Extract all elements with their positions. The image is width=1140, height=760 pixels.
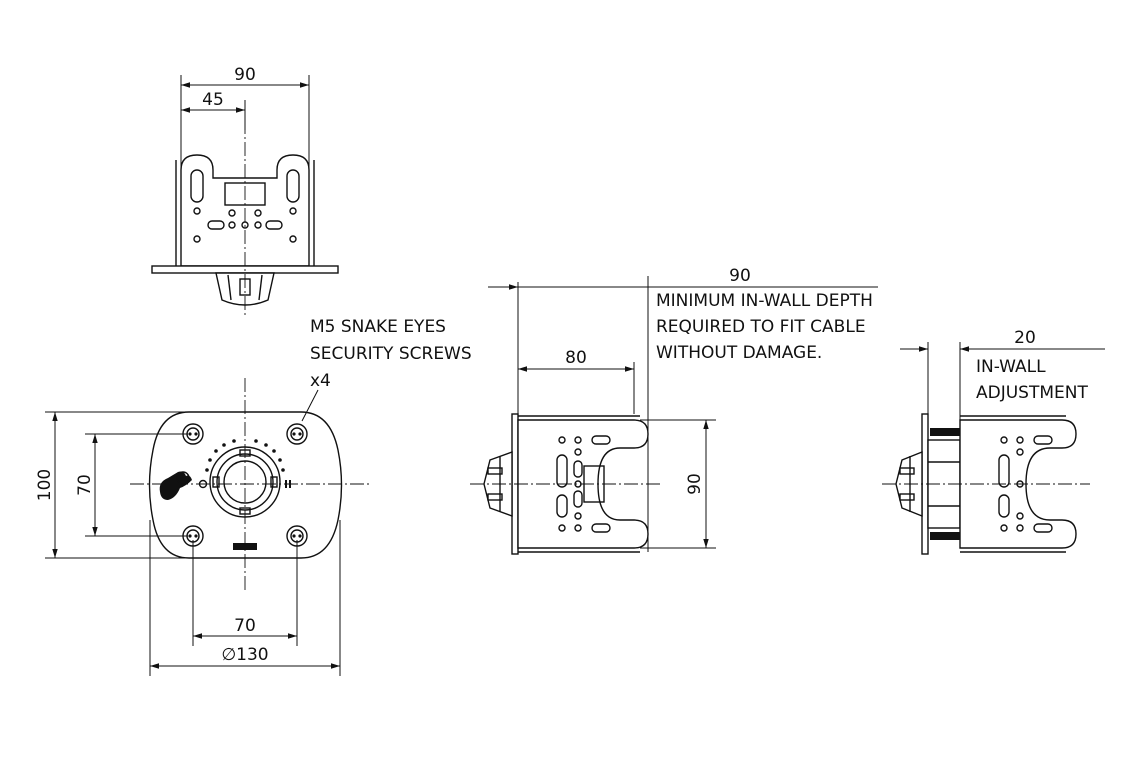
depth-note-line2: REQUIRED TO FIT CABLE [656, 317, 866, 337]
dim-right-20: 20 [1014, 328, 1036, 348]
dim-front-70-horizontal: 70 [234, 616, 256, 636]
adjust-note-line2: ADJUSTMENT [976, 383, 1088, 403]
side-view: 90 80 90 [470, 266, 878, 555]
dim-top-90: 90 [234, 65, 256, 85]
depth-note: MINIMUM IN-WALL DEPTH REQUIRED TO FIT CA… [656, 291, 873, 363]
adjust-note: IN-WALL ADJUSTMENT [976, 357, 1088, 403]
dim-top-45: 45 [202, 90, 224, 110]
brand-logo-badge [233, 543, 257, 550]
dim-side-80: 80 [565, 348, 587, 368]
dim-side-90-overall: 90 [729, 266, 751, 286]
front-view: 100 70 70 ∅130 [35, 378, 370, 676]
screws-note-line2: SECURITY SCREWS [310, 344, 472, 364]
dim-front-70-vertical: 70 [75, 474, 95, 496]
dim-front-diameter-130: ∅130 [221, 645, 268, 665]
screws-note-line1: M5 SNAKE EYES [310, 317, 446, 337]
screws-note-qty: x4 [310, 371, 331, 391]
dim-front-100: 100 [35, 469, 55, 501]
depth-note-line1: MINIMUM IN-WALL DEPTH [656, 291, 873, 311]
depth-note-line3: WITHOUT DAMAGE. [656, 343, 822, 363]
screws-note: M5 SNAKE EYES SECURITY SCREWS x4 [310, 317, 472, 391]
screw-top-right [286, 423, 308, 445]
top-view: 90 45 [151, 65, 339, 316]
front-plate [148, 411, 343, 559]
right-view: 20 [882, 328, 1105, 555]
dim-side-90-height: 90 [685, 473, 705, 495]
adjust-note-line1: IN-WALL [976, 357, 1046, 377]
